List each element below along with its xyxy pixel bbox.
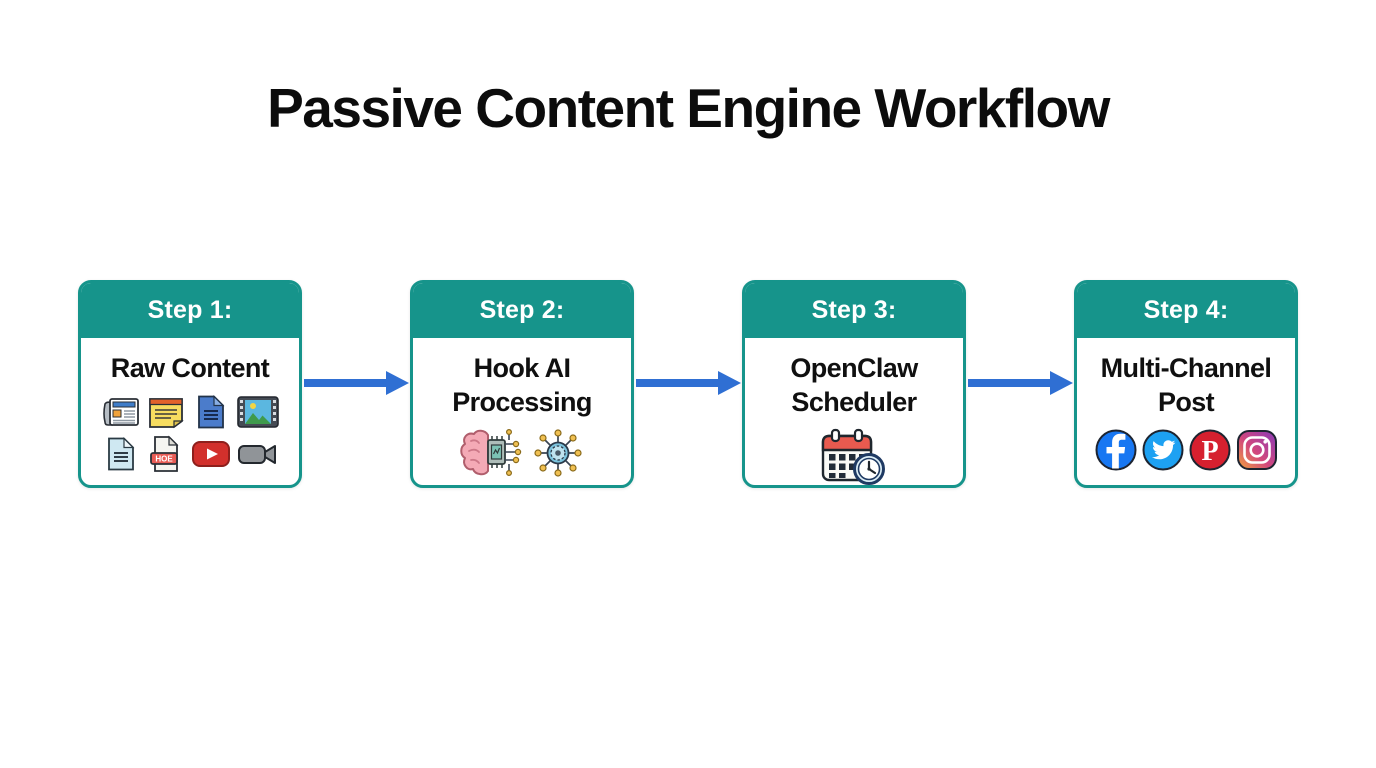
step-2-title-line2: Processing [452, 386, 592, 417]
step-4-card: Step 4: Multi-Channel Post [1074, 280, 1298, 488]
step-3-header-label: Step 3: [811, 296, 897, 324]
facebook-icon [1095, 429, 1136, 470]
step-3-card: Step 3: OpenClaw Scheduler [742, 280, 966, 488]
step-3-title-line1: OpenClaw [790, 353, 918, 383]
video-camera-icon [238, 444, 276, 464]
step-4-title-line1: Multi-Channel [1100, 353, 1272, 383]
photo-filmstrip-icon [237, 395, 279, 428]
step-2-icon-row [459, 427, 586, 479]
step-4-title-line2: Post [1157, 386, 1215, 417]
step-4-body: Multi-Channel Post [1077, 338, 1295, 472]
step-1-header: Step 1: [81, 283, 299, 338]
arrow-1-icon [304, 371, 409, 395]
step-4-header-label: Step 4: [1143, 296, 1229, 324]
step-2-title-line1: Hook AI [473, 353, 571, 383]
file-badge-label: HOE [155, 454, 173, 463]
calendar-clock-icon [821, 428, 885, 485]
page-title: Passive Content Engine Workflow [267, 77, 1110, 139]
step-3-title-line2: Scheduler [791, 386, 917, 417]
step-4-icon-row: P [1094, 428, 1279, 472]
step-1-title: Raw Content [110, 352, 270, 386]
twitter-icon [1142, 429, 1183, 470]
step-3-body: OpenClaw Scheduler [745, 338, 963, 485]
pinterest-icon: P [1189, 429, 1230, 470]
step-3-title: OpenClaw Scheduler [790, 352, 918, 420]
step-2-title: Hook AI Processing [452, 352, 592, 420]
blue-document-icon [198, 394, 225, 429]
step-1-body: Raw Content [81, 338, 299, 473]
step-1-icon-grid: HOE [101, 394, 279, 473]
ai-brain-chip-icon [459, 428, 521, 476]
text-document-icon [108, 436, 135, 471]
step-2-card: Step 2: Hook AI Processing [410, 280, 634, 488]
step-2-header-label: Step 2: [479, 296, 565, 324]
instagram-icon [1236, 429, 1277, 470]
step-4-header: Step 4: [1077, 283, 1295, 338]
step-1-header-label: Step 1: [147, 296, 233, 324]
network-node-icon [533, 428, 582, 477]
step-2-header: Step 2: [413, 283, 631, 338]
newspaper-icon [103, 397, 139, 426]
step-1-card: Step 1: Raw Content [78, 280, 302, 488]
svg-text:P: P [1201, 436, 1218, 467]
hoe-file-icon: HOE [150, 435, 179, 472]
step-1-title-line1: Raw Content [110, 353, 270, 383]
arrow-2-icon [636, 371, 741, 395]
youtube-play-icon [192, 440, 230, 467]
step-3-header: Step 3: [745, 283, 963, 338]
arrow-3-icon [968, 371, 1073, 395]
step-2-body: Hook AI Processing [413, 338, 631, 479]
step-4-title: Multi-Channel Post [1101, 352, 1272, 420]
step-3-icon-row [821, 427, 887, 485]
sticky-note-icon [149, 397, 184, 428]
